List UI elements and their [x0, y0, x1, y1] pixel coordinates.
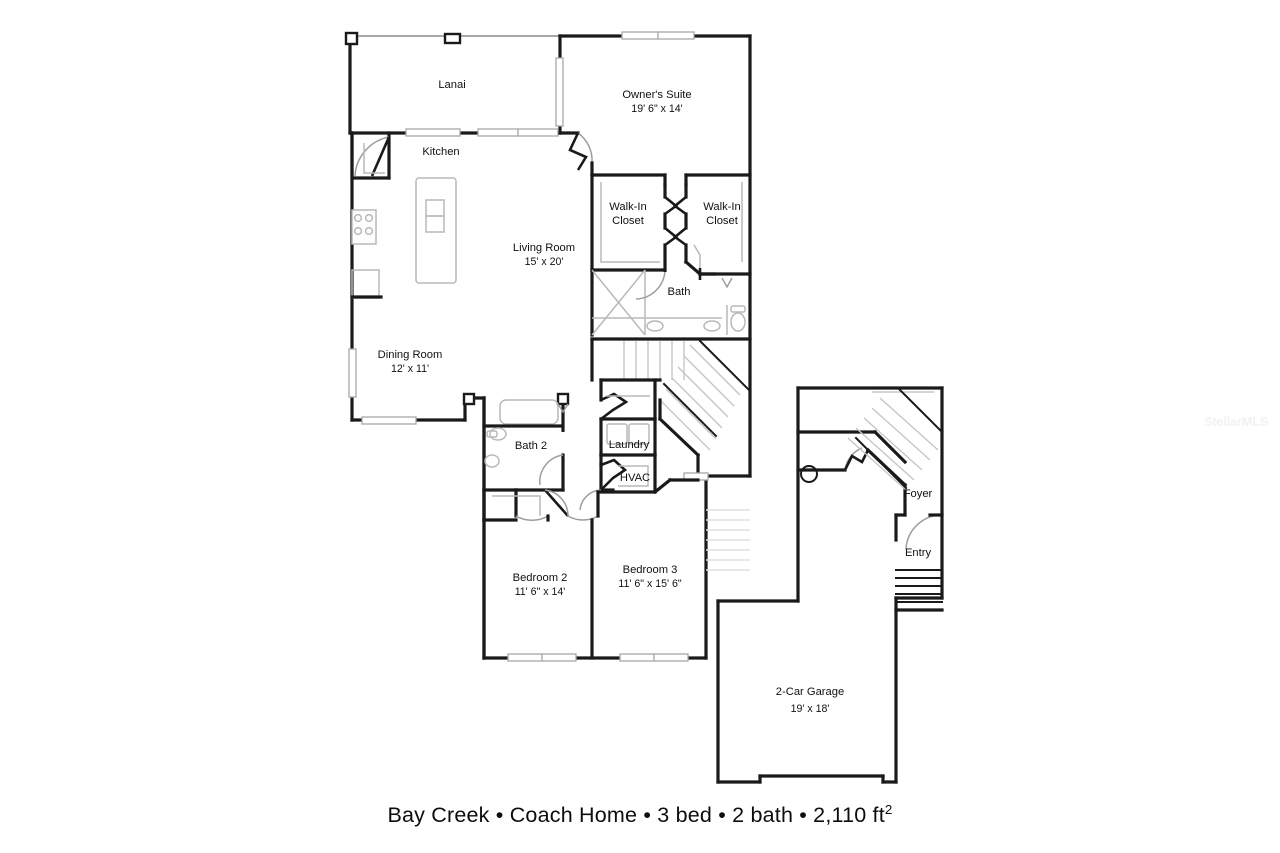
laundry-room: [599, 378, 662, 467]
label-garage: 2-Car Garage: [776, 686, 844, 698]
label-laundry: Laundry: [609, 439, 650, 451]
label-walk-in-closet-right-2: Closet: [706, 215, 739, 227]
dim-owners-suite: 19' 6" x 14': [631, 103, 682, 115]
dim-bedroom-2: 11' 6" x 14': [515, 586, 566, 598]
toilet-bowl: [730, 312, 746, 332]
kitchen-lanai-windows: [405, 128, 559, 137]
label-walk-in-closet-right: Walk-In: [703, 201, 741, 213]
label-living-room: Living Room: [513, 242, 575, 254]
label-entry: Entry: [905, 547, 932, 559]
lanai-column-mid: [443, 32, 462, 45]
label-lanai: Lanai: [438, 79, 465, 91]
kitchen-island: [415, 177, 457, 284]
label-walk-in-closet-left: Walk-In: [609, 201, 647, 213]
label-foyer: Foyer: [904, 488, 933, 500]
label-hvac: HVAC: [620, 472, 650, 484]
owners-suite-windows: [621, 31, 695, 40]
dim-bedroom-3: 11' 6" x 15' 6": [618, 578, 681, 590]
hvac-closet: [579, 453, 657, 511]
kitchen-fixtures: [350, 131, 457, 299]
interior-stairs: [590, 337, 752, 571]
hallway-doors: [482, 477, 700, 522]
caption-text: Bay Creek • Coach Home • 3 bed • 2 bath …: [387, 803, 885, 828]
island-sink-bowl-lower: [425, 215, 445, 233]
bedroom-windows: [507, 653, 689, 662]
bedroom-partition: [482, 518, 594, 660]
stellar-mls-watermark: StellarMLS: [1204, 414, 1269, 429]
plan-caption: Bay Creek • Coach Home • 3 bed • 2 bath …: [0, 802, 1280, 828]
walk-in-closet-left: [590, 173, 679, 272]
caption-superscript: 2: [884, 802, 893, 817]
bath2-corner-marker-left: [462, 392, 476, 406]
vanity-sink-right: [703, 320, 721, 332]
label-bedroom-2: Bedroom 2: [513, 572, 568, 584]
lanai-slider: [555, 57, 564, 127]
dining-room-windows: [348, 348, 417, 425]
dim-garage: 19' x 18': [791, 703, 830, 715]
bath2-sink: [484, 454, 500, 468]
bath2-toilet: [489, 427, 507, 441]
bath2-corner-marker-right: [556, 392, 570, 406]
sink-icon: [351, 269, 380, 299]
room-labels: Lanai Owner's Suite 19' 6" x 14' Kitchen…: [378, 79, 933, 715]
label-kitchen: Kitchen: [422, 146, 459, 158]
vanity-sink-left: [646, 320, 664, 332]
lanai-column-left: [344, 31, 359, 46]
owners-suite-door: [558, 131, 594, 177]
foyer-entry-garage: [716, 386, 944, 784]
bathtub-icon: [499, 399, 559, 425]
owners-bath: [590, 268, 752, 341]
toilet-tank: [730, 305, 746, 313]
garage-utility-circle: [800, 465, 818, 483]
walk-in-closet-right: [672, 173, 752, 277]
label-walk-in-closet-left-2: Closet: [612, 215, 645, 227]
label-bath-2: Bath 2: [515, 440, 547, 452]
label-bath: Bath: [667, 286, 690, 298]
label-bedroom-3: Bedroom 3: [623, 564, 678, 576]
label-dining-room: Dining Room: [378, 349, 443, 361]
dim-living-room: 15' x 20': [525, 256, 564, 268]
island-sink-bowl-upper: [425, 199, 445, 217]
bath-2: [462, 392, 570, 492]
label-owners-suite: Owner's Suite: [622, 89, 691, 101]
dim-dining-room: 12' x 11': [391, 363, 429, 375]
